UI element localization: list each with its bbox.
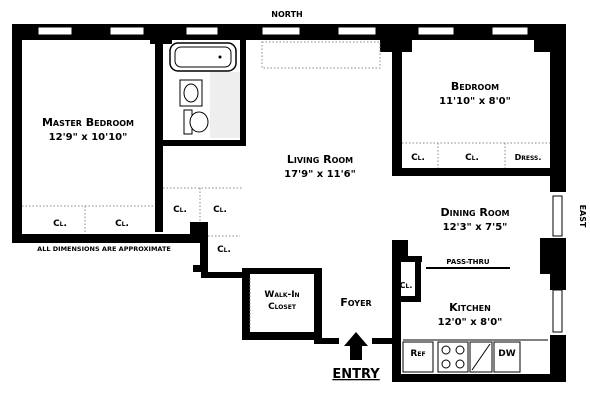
entry-label: ENTRY: [332, 367, 380, 382]
closet-label: Cl.: [400, 281, 413, 290]
closet-label: Cl.: [53, 219, 67, 229]
closet-label: Cl.: [115, 219, 129, 229]
pass-thru-label: Pass-Thru: [446, 258, 490, 266]
living-room-name: Living Room: [287, 153, 353, 166]
east-label: East: [578, 205, 587, 228]
kitchen-dims: 12'0" x 8'0": [438, 317, 503, 328]
living-room-dims: 17'9" x 11'6": [284, 169, 356, 180]
master-bedroom-dims: 12'9" x 10'10": [49, 132, 128, 143]
entry-arrow: [344, 332, 368, 360]
dining-room-name: Dining Room: [441, 206, 510, 219]
dw-label: DW: [498, 349, 515, 359]
windows: [37, 26, 563, 333]
closet-label: Cl.: [411, 153, 425, 163]
kitchen-appliances: [402, 339, 548, 373]
dining-room-dims: 12'3" x 7'5": [443, 222, 508, 233]
closet-label: Cl.: [173, 205, 187, 215]
closet-label: Cl.: [213, 205, 227, 215]
walk-in-closet-line2: Closet: [268, 302, 297, 312]
labels: North East Master Bedroom 12'9" x 10'10"…: [37, 10, 587, 382]
bedroom-name: Bedroom: [451, 80, 499, 93]
walls: [12, 24, 566, 382]
foyer-name: Foyer: [340, 296, 371, 309]
closet-label: Cl.: [465, 153, 479, 163]
master-bedroom-name: Master Bedroom: [42, 116, 134, 129]
bathroom: [169, 42, 240, 138]
north-label: North: [271, 10, 302, 19]
bedroom-dims: 11'10" x 8'0": [439, 96, 511, 107]
closet-label: Cl.: [217, 245, 231, 255]
dimensions-note: All dimensions are approximate: [37, 245, 171, 253]
dotted-lines: [22, 41, 550, 330]
kitchen-name: Kitchen: [449, 301, 491, 314]
ref-label: Ref: [410, 349, 425, 359]
walk-in-closet-line1: Walk-In: [264, 290, 299, 300]
dresser-label: Dress.: [515, 153, 542, 162]
